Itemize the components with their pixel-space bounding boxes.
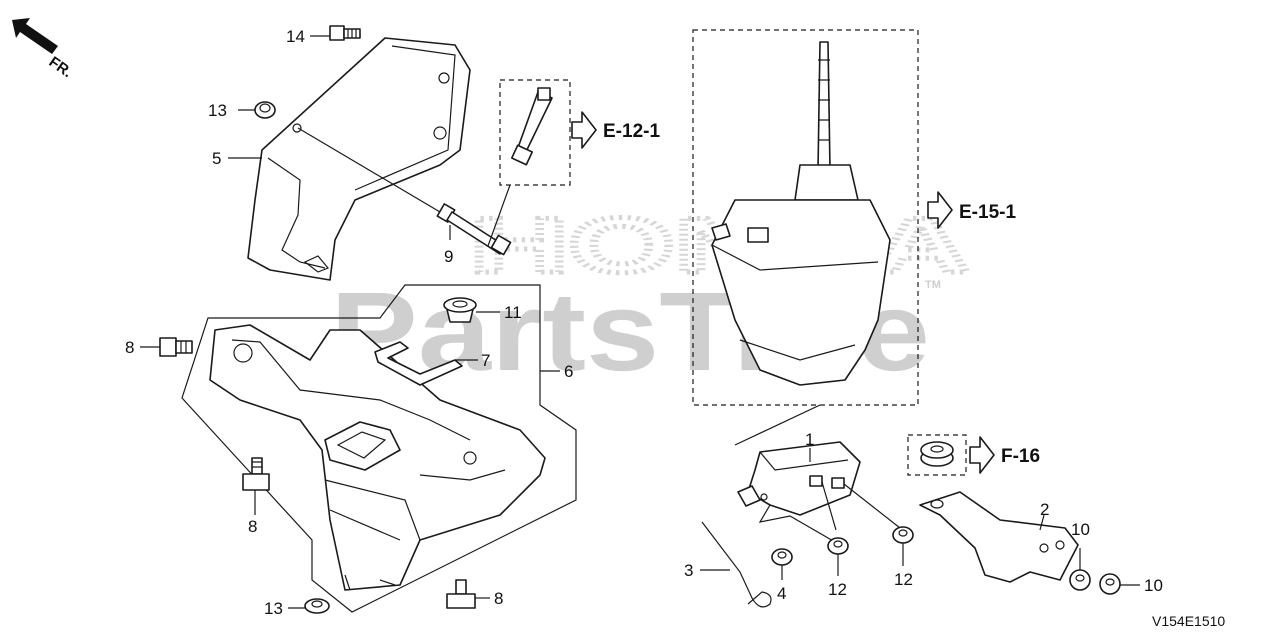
callout-8-bottom[interactable]: 8 <box>494 589 503 608</box>
part-8-bolt-middle[interactable] <box>242 457 270 491</box>
part-14-bolt[interactable] <box>329 25 361 41</box>
callout-13-lower[interactable]: 13 <box>264 599 283 618</box>
hollow-arrow-right-icon <box>969 436 995 474</box>
part-10-nut-left[interactable] <box>1069 569 1091 591</box>
hollow-arrow-right-icon <box>927 191 953 229</box>
hollow-arrow-right-icon <box>571 111 597 149</box>
ref-label-e-15-1: E-15-1 <box>959 202 1016 223</box>
part-7-clip[interactable] <box>374 341 463 386</box>
part-11-grommet[interactable] <box>443 297 477 323</box>
ref-label-f-16: F-16 <box>1001 446 1040 467</box>
callout-8-left[interactable]: 8 <box>125 338 134 357</box>
callout-6[interactable]: 6 <box>564 362 573 381</box>
ref-label-e-12-1: E-12-1 <box>603 121 660 142</box>
callouts: 14 13 5 9 11 8 7 6 8 13 8 1 2 3 4 12 12 … <box>125 27 1163 618</box>
callout-9[interactable]: 9 <box>444 247 453 266</box>
group-f-16-grommet[interactable] <box>907 434 967 476</box>
part-9-bolt[interactable] <box>297 127 512 256</box>
front-label: FR. <box>46 53 76 81</box>
group-e-15-1-tank[interactable] <box>692 29 919 446</box>
part-3-pin[interactable] <box>701 521 772 608</box>
ref-arrow-e-15-1[interactable]: E-15-1 <box>927 191 1016 229</box>
ref-arrow-e-12-1[interactable]: E-12-1 <box>571 111 660 149</box>
callout-4[interactable]: 4 <box>777 584 786 603</box>
part-8-bolt-left[interactable] <box>159 337 193 357</box>
part-2-bracket[interactable] <box>919 491 1079 583</box>
callout-12-left[interactable]: 12 <box>828 580 847 599</box>
part-4-nut[interactable] <box>771 548 793 566</box>
part-6-lower-cover[interactable] <box>209 324 546 591</box>
part-5-upper-cover[interactable] <box>247 37 471 281</box>
part-12-nut-left[interactable] <box>827 537 849 555</box>
diagram-code: V154E1510 <box>1152 613 1225 629</box>
part-13-nut-lower[interactable] <box>304 598 330 614</box>
leader-lines <box>140 35 1140 609</box>
callout-1[interactable]: 1 <box>805 430 814 449</box>
ref-arrow-f-16[interactable]: F-16 <box>969 436 1040 474</box>
callout-13-upper[interactable]: 13 <box>208 101 227 120</box>
callout-10-right[interactable]: 10 <box>1144 576 1163 595</box>
part-8-bolt-bottom[interactable] <box>446 579 476 609</box>
callout-2[interactable]: 2 <box>1040 500 1049 519</box>
part-6-outline <box>181 284 577 613</box>
callout-3[interactable]: 3 <box>684 561 693 580</box>
callout-10-left[interactable]: 10 <box>1071 520 1090 539</box>
arrow-up-left-icon <box>12 18 58 54</box>
front-direction-indicator: FR. <box>12 18 75 81</box>
callout-8-middle[interactable]: 8 <box>248 517 257 536</box>
part-13-nut-upper[interactable] <box>254 101 276 119</box>
group-e-12-1-stud[interactable] <box>487 79 571 247</box>
callout-14[interactable]: 14 <box>286 27 305 46</box>
watermark-tm: TM <box>925 279 941 291</box>
part-12-nut-right[interactable] <box>892 526 914 544</box>
part-1-bracket[interactable] <box>737 441 901 543</box>
callout-11[interactable]: 11 <box>504 303 522 322</box>
callout-7[interactable]: 7 <box>481 351 490 370</box>
part-10-nut-right[interactable] <box>1099 573 1121 595</box>
callout-12-right[interactable]: 12 <box>894 570 913 589</box>
callout-5[interactable]: 5 <box>212 149 221 168</box>
